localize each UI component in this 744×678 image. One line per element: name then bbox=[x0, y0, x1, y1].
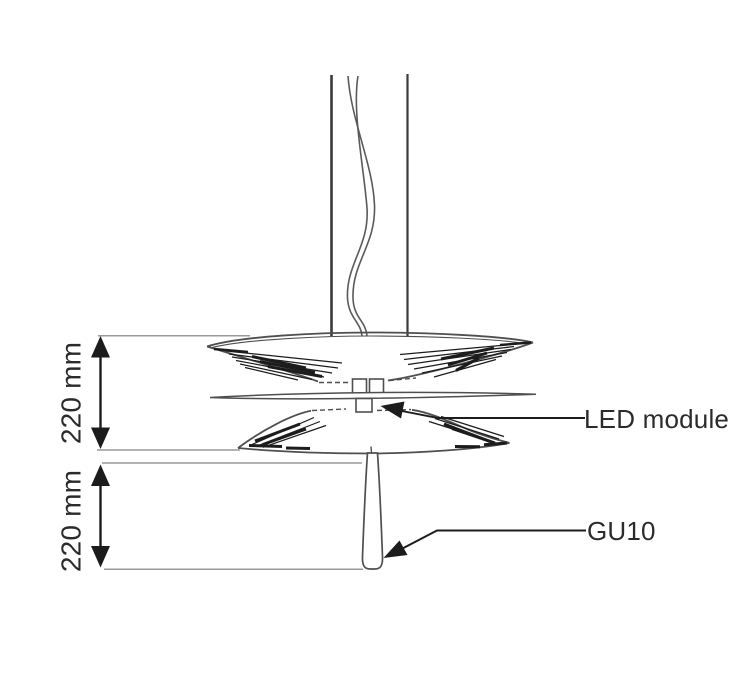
diffuser-disc bbox=[209, 391, 537, 400]
dimension-extension-lines bbox=[97, 334, 363, 571]
lower-shade-louvers-right bbox=[428, 415, 508, 449]
stem-top-tick bbox=[370, 446, 373, 454]
upper-shade-left-slope bbox=[206, 345, 319, 383]
gu10-leader-arrow bbox=[383, 529, 586, 558]
upper-shade-top-rim bbox=[206, 331, 534, 348]
upper-shade-right-slope bbox=[387, 341, 534, 382]
dimension-label-bottom: 220 mm bbox=[55, 469, 87, 572]
arrowhead-down-icon bbox=[91, 427, 110, 449]
stem-body bbox=[361, 452, 384, 570]
lower-shade-louvers-left bbox=[248, 416, 327, 450]
arrowhead-left-icon bbox=[380, 401, 405, 419]
lower-shade-left-slope bbox=[237, 409, 312, 449]
arrowhead-left-icon bbox=[383, 540, 408, 558]
upper-shade bbox=[206, 331, 534, 397]
lower-shade bbox=[237, 408, 510, 455]
leader-line bbox=[389, 529, 586, 556]
upper-shade-louvers-right bbox=[399, 341, 532, 378]
led-module-label: LED module bbox=[584, 404, 730, 434]
power-cord-strand bbox=[346, 75, 368, 337]
arrowhead-up-icon bbox=[91, 336, 110, 358]
arrowhead-down-icon bbox=[91, 546, 110, 568]
leader-line bbox=[383, 406, 585, 419]
lower-shade-edge-detail bbox=[311, 408, 347, 412]
upper-shade-louvers-left bbox=[213, 347, 343, 381]
led-module-leader-arrow bbox=[380, 401, 585, 419]
arrowhead-up-icon bbox=[91, 464, 110, 486]
dimension-label-top: 220 mm bbox=[55, 341, 87, 445]
gu10-bulb-stem bbox=[361, 446, 384, 570]
upper-shade-rim-inner-line bbox=[211, 335, 529, 349]
dimension-arrow-bottom bbox=[91, 464, 110, 568]
gu10-label: GU10 bbox=[587, 516, 656, 546]
led-module-box bbox=[355, 397, 373, 413]
upper-shade-edge-detail bbox=[388, 377, 417, 382]
suspension-cables bbox=[330, 74, 409, 337]
lower-shade-bottom-rim bbox=[237, 442, 510, 455]
dimension-arrow-top bbox=[91, 336, 110, 449]
power-cord-strand bbox=[347, 75, 376, 337]
